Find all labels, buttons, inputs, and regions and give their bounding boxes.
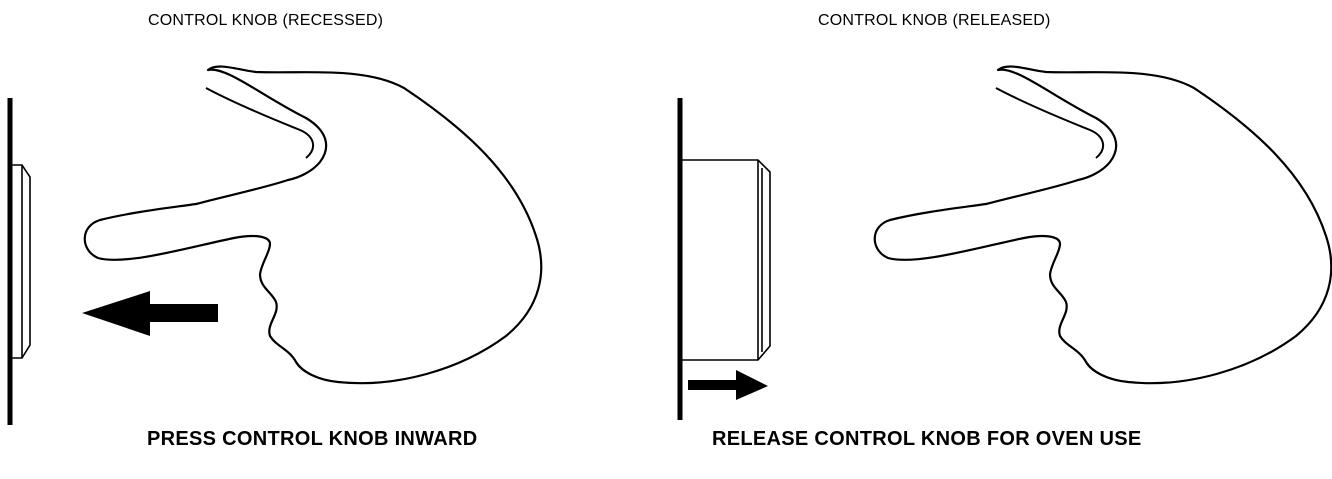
pointing-hand-icon (83, 65, 543, 385)
panel-recessed: CONTROL KNOB (RECESSED) PRESS CONTROL KN… (7, 12, 543, 450)
arrow-right-icon (688, 370, 768, 400)
state-label-released: CONTROL KNOB (RELEASED) (818, 12, 1051, 29)
released-illustration (677, 65, 1332, 420)
knob-released-icon (682, 159, 771, 361)
arrow-left-icon (82, 291, 218, 336)
finger-crease-icon (995, 87, 1105, 159)
pointing-hand-icon (873, 65, 1332, 385)
finger-crease-icon (205, 87, 315, 159)
panel-released: CONTROL KNOB (RELEASED) RELEASE CONTROL … (666, 0, 1332, 479)
knob-recessed-icon (12, 164, 31, 359)
caption-released: RELEASE CONTROL KNOB FOR OVEN USE (712, 428, 1142, 450)
caption-recessed: PRESS CONTROL KNOB INWARD (147, 428, 478, 450)
state-label-recessed: CONTROL KNOB (RECESSED) (148, 12, 384, 29)
recessed-illustration (7, 65, 543, 425)
